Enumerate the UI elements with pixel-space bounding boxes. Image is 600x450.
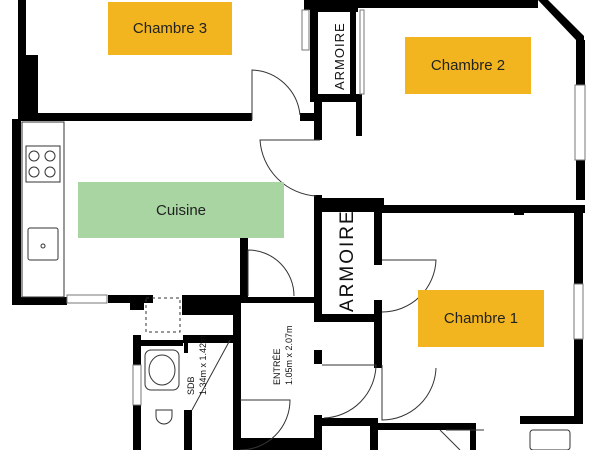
door-bottom (439, 429, 461, 450)
wall (182, 295, 240, 315)
wall (310, 0, 318, 100)
wall (576, 160, 585, 200)
wall (314, 195, 322, 215)
window (359, 9, 365, 95)
wall (314, 100, 322, 140)
duct (145, 297, 181, 333)
wall (350, 8, 356, 102)
window (573, 283, 584, 340)
wall (26, 55, 38, 120)
wall (183, 335, 238, 343)
wall (184, 343, 188, 353)
wall (374, 300, 382, 368)
wall (233, 438, 315, 450)
wall (240, 250, 248, 298)
wall (12, 297, 67, 305)
window (66, 294, 108, 304)
doors (191, 69, 461, 450)
entree-dims-label: 1.05m x 2.07m (284, 325, 294, 385)
wall (538, 0, 584, 46)
bathtub (529, 429, 571, 450)
chambre3-label: Chambre 3 (108, 2, 232, 55)
wall (310, 94, 358, 102)
armoire-mid-label: ARMOIRE (337, 209, 358, 312)
wall (314, 314, 380, 322)
wall (314, 350, 322, 364)
wall (314, 415, 322, 450)
wall (133, 335, 141, 365)
stove-burner-icon (44, 166, 56, 178)
wall (310, 8, 358, 12)
fixtures (21, 121, 571, 450)
door-sdb (191, 339, 231, 411)
window (574, 84, 586, 161)
window (132, 364, 142, 406)
door-bottom-right (381, 365, 437, 421)
wall (520, 416, 580, 424)
stove-burner-icon (28, 166, 40, 178)
shower-tray (144, 349, 180, 391)
wall (314, 198, 384, 212)
wall (380, 205, 585, 213)
toilet-icon (155, 409, 173, 425)
stove (25, 145, 61, 183)
shower-basin (148, 354, 176, 386)
door-cuisine (247, 249, 295, 297)
window (301, 9, 310, 51)
wall (18, 0, 26, 120)
wall (374, 205, 382, 265)
wall (234, 297, 314, 303)
door-chambre2 (259, 139, 320, 197)
wall (233, 297, 241, 450)
kitchen-counter (21, 121, 65, 298)
stove-burner-icon (28, 150, 40, 162)
wall (12, 119, 21, 305)
sdb-dims-label: 1.34m x 1.42m (198, 335, 208, 395)
door-corridor (322, 364, 377, 419)
wall (300, 113, 322, 121)
chambre2-label: Chambre 2 (405, 37, 531, 94)
wall (130, 295, 144, 310)
armoire-top-label: ARMOIRE (332, 22, 347, 90)
wall (313, 0, 538, 8)
sdb-name-label: SDB (186, 376, 196, 395)
stove-burner-icon (44, 150, 56, 162)
wall (240, 238, 248, 250)
windows (66, 9, 586, 406)
door-entree (239, 399, 291, 450)
wall (304, 0, 313, 10)
sink (27, 227, 59, 261)
wall (133, 340, 183, 346)
wall (133, 405, 141, 450)
wall (470, 423, 476, 450)
wall (574, 284, 583, 424)
cuisine-label: Cuisine (78, 182, 284, 238)
chambre1-label: Chambre 1 (418, 290, 544, 347)
wall (574, 210, 583, 285)
entree-name-label: ENTRÉE (272, 348, 282, 385)
wall (370, 418, 378, 450)
wall (576, 40, 585, 85)
wall (514, 207, 524, 215)
wall (184, 410, 192, 450)
door-chambre3 (251, 69, 301, 120)
wall (378, 423, 476, 430)
wall (314, 418, 372, 426)
wall (18, 113, 252, 121)
wall (314, 206, 322, 314)
drain-icon (40, 243, 46, 249)
wall (356, 94, 362, 136)
